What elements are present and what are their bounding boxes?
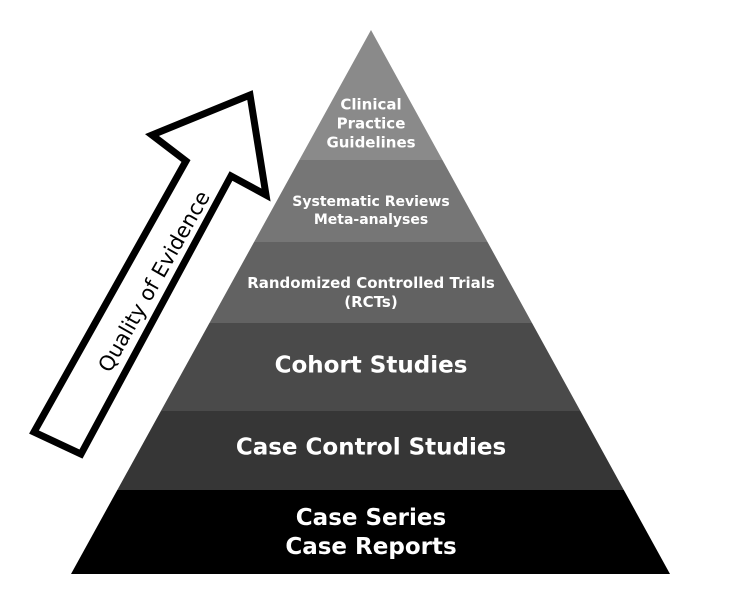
tier-cohort-studies-label: Cohort Studies (275, 353, 468, 379)
tier-cohort-studies (160, 323, 581, 411)
tier-randomized-controlled-trials (209, 242, 533, 323)
tier-randomized-controlled-trials-label: Randomized Controlled Trials (247, 274, 495, 292)
tier-case-series-reports-label: Case Reports (285, 534, 456, 560)
quality-arrow-shape (29, 90, 271, 459)
tier-clinical-practice-guidelines (299, 30, 443, 160)
tier-systematic-reviews (254, 160, 488, 242)
tier-systematic-reviews-label: Systematic Reviews (292, 194, 449, 210)
tier-clinical-practice-guidelines-label: Practice (337, 115, 406, 133)
tier-systematic-reviews-label: Meta-analyses (314, 212, 428, 228)
tier-clinical-practice-guidelines-label: Clinical (340, 96, 401, 114)
tier-clinical-practice-guidelines-label: Guidelines (326, 134, 415, 152)
tier-case-series-reports-label: Case Series (296, 505, 446, 531)
tier-case-series-reports (71, 490, 670, 574)
tier-randomized-controlled-trials-label: (RCTs) (344, 293, 397, 311)
tier-case-control-studies-label: Case Control Studies (236, 435, 506, 461)
tier-case-control-studies (117, 411, 624, 490)
